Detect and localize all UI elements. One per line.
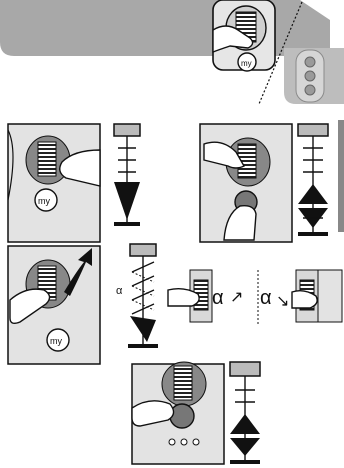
blind-tilt: α [116,244,158,348]
remote-roll-up: my [8,246,100,364]
remote-press-bottom [132,362,224,464]
tilt-angle-symbol: α [212,287,224,309]
arrow-down-icon [230,438,260,456]
header-banner [0,0,330,56]
tilt-increase: α ↗ [168,270,254,322]
my-button-icon [305,71,315,81]
my-button-label: my [241,59,252,68]
blind-down-1 [114,124,140,226]
tilt-angle-symbol: α [260,287,272,309]
svg-text:α: α [116,285,123,297]
up-button-icon [305,57,315,67]
arrow-up-icon [298,184,328,204]
remote-press-stop [200,124,292,242]
remote-press-down: my [8,124,100,242]
arrow-down-icon [114,182,140,220]
tilt-decrease: α ↘ [260,270,342,322]
arrow-up-icon [230,414,260,434]
remote-small [284,48,344,104]
remote-closeup-top: my [213,0,275,71]
blind-stop-1 [298,124,328,236]
blind-stop-2 [230,362,260,464]
tilt-arrow-icon: ↘ [276,293,289,310]
svg-text:my: my [50,336,62,346]
svg-text:my: my [38,196,50,206]
tilt-arrow-icon: ↗ [230,289,243,306]
down-button-icon [305,85,315,95]
